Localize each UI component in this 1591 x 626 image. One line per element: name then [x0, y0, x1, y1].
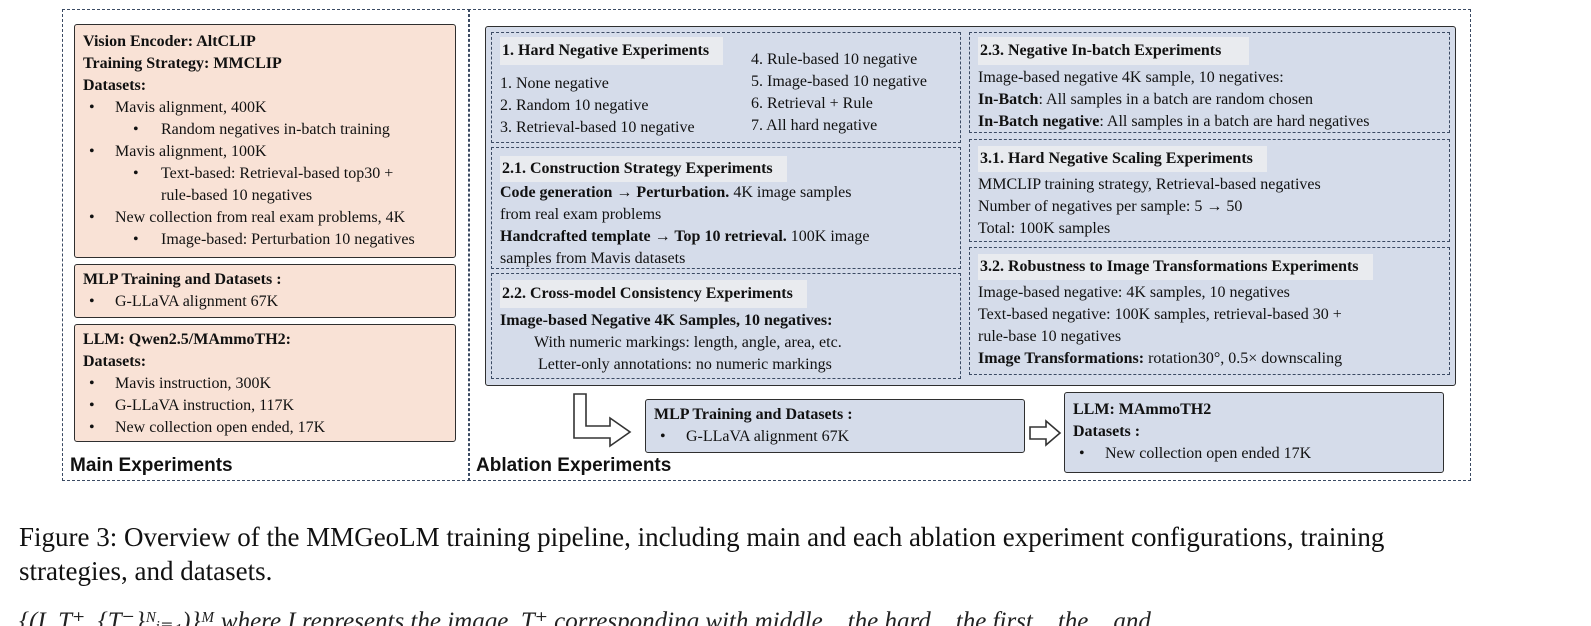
- list-item: New collection open ended, 17K: [83, 417, 447, 439]
- list-item: 5. Image-based 10 negative: [751, 73, 927, 90]
- datasets-label: Datasets:: [83, 77, 147, 94]
- in-batch-box: 2.3. Negative In-batch Experiments Image…: [969, 32, 1450, 133]
- sub-list-item: Image-based: Perturbation 10 negatives: [83, 229, 447, 251]
- text: Letter-only annotations: no numeric mark…: [538, 356, 832, 373]
- list-item: New collection open ended 17K: [1073, 443, 1435, 465]
- sub-list-item-continued: rule-based 10 negatives: [161, 187, 313, 204]
- scaling-box: 3.1. Hard Negative Scaling Experiments M…: [969, 139, 1450, 242]
- bold-text: In-Batch: [978, 91, 1039, 108]
- encoder-line: Vision Encoder: AltCLIP: [83, 33, 256, 50]
- text: rule-base 10 negatives: [978, 328, 1122, 345]
- elbow-arrow-icon: [573, 393, 632, 448]
- scaling-title: 3.1. Hard Negative Scaling Experiments: [978, 146, 1267, 172]
- construction-title: 2.1. Construction Strategy Experiments: [500, 156, 787, 182]
- text: 100K image: [786, 228, 870, 245]
- ablation-experiments-label: Ablation Experiments: [476, 455, 672, 476]
- text: Text-based negative: 100K samples, retri…: [978, 306, 1342, 323]
- llm-title: LLM: Qwen2.5/MAmmoTH2:: [83, 331, 291, 348]
- list-item: 1. None negative: [500, 75, 609, 92]
- robustness-title: 3.2. Robustness to Image Transformations…: [978, 254, 1373, 280]
- list-item: 3. Retrieval-based 10 negative: [500, 119, 695, 136]
- construction-strategy-box: 2.1. Construction Strategy Experiments C…: [491, 147, 961, 269]
- text: Image-based negative 4K sample, 10 negat…: [978, 69, 1284, 86]
- cropped-body-text: {(I, T⁺, {T⁻}ᴺᵢ₌₁)}ᴹ where I represents …: [19, 608, 1151, 626]
- robustness-box: 3.2. Robustness to Image Transformations…: [969, 247, 1450, 375]
- main-experiments-frame: [62, 9, 470, 481]
- ablation-mlp-box: MLP Training and Datasets : G-LLaVA alig…: [645, 399, 1025, 453]
- list-item: Mavis alignment, 100K: [83, 141, 447, 163]
- list-item: G-LLaVA alignment 67K: [654, 426, 1016, 448]
- figure-caption: Figure 3: Overview of the MMGeoLM traini…: [19, 520, 1579, 588]
- text: Total: 100K samples: [978, 220, 1111, 237]
- list-item: Mavis alignment, 400K: [83, 97, 447, 119]
- strategy-line: Training Strategy: MMCLIP: [83, 55, 282, 72]
- text: Image-based Negative 4K Samples, 10 nega…: [500, 312, 833, 329]
- list-item: G-LLaVA instruction, 117K: [83, 395, 447, 417]
- cross-model-box: 2.2. Cross-model Consistency Experiments…: [491, 273, 961, 379]
- sub-list-item: Text-based: Retrieval-based top30 +: [83, 163, 447, 185]
- llm-title: LLM: MAmmoTH2: [1073, 401, 1212, 418]
- mlp-title: MLP Training and Datasets :: [654, 406, 853, 423]
- main-llm-box: LLM: Qwen2.5/MAmmoTH2: Datasets: Mavis i…: [74, 324, 456, 442]
- sub-list-item: Random negatives in-batch training: [83, 119, 447, 141]
- ablation-experiments-frame: [468, 9, 1471, 481]
- ablation-llm-box: LLM: MAmmoTH2 Datasets : New collection …: [1064, 392, 1444, 473]
- bold-text: Code generation → Perturbation.: [500, 184, 730, 201]
- caption-line: strategies, and datasets.: [19, 556, 273, 586]
- text: rotation30°, 0.5× downscaling: [1144, 350, 1343, 367]
- in-batch-title: 2.3. Negative In-batch Experiments: [978, 37, 1250, 65]
- text: MMCLIP training strategy, Retrieval-base…: [978, 176, 1321, 193]
- text: 4K image samples: [729, 184, 852, 201]
- bold-text: In-Batch negative: [978, 113, 1100, 130]
- right-arrow-icon: [1029, 419, 1062, 447]
- datasets-label: Datasets :: [1073, 423, 1141, 440]
- text: Image-based negative: 4K samples, 10 neg…: [978, 284, 1290, 301]
- caption-line: Figure 3: Overview of the MMGeoLM traini…: [19, 522, 1385, 552]
- ablation-experiments-panel: [485, 26, 1456, 386]
- list-item: 7. All hard negative: [751, 117, 878, 134]
- list-item: New collection from real exam problems, …: [83, 207, 447, 229]
- text: : All samples in a batch are random chos…: [1038, 91, 1314, 108]
- main-experiments-label: Main Experiments: [70, 455, 233, 476]
- hard-negative-box: 1. Hard Negative Experiments 1. None neg…: [491, 32, 961, 143]
- hard-negative-title: 1. Hard Negative Experiments: [500, 37, 724, 65]
- list-item: 6. Retrieval + Rule: [751, 95, 873, 112]
- text: With numeric markings: length, angle, ar…: [534, 334, 842, 351]
- list-item: 4. Rule-based 10 negative: [751, 51, 918, 68]
- list-item: 2. Random 10 negative: [500, 97, 649, 114]
- main-mlp-box: MLP Training and Datasets : G-LLaVA alig…: [74, 264, 456, 318]
- text: : All samples in a batch are hard negati…: [1099, 113, 1370, 130]
- cross-model-title: 2.2. Cross-model Consistency Experiments: [500, 280, 807, 308]
- bold-text: Image Transformations:: [978, 350, 1145, 367]
- text: Number of negatives per sample: 5 → 50: [978, 198, 1243, 215]
- main-encoder-box: Vision Encoder: AltCLIP Training Strateg…: [74, 24, 456, 258]
- list-item: Mavis instruction, 300K: [83, 373, 447, 395]
- datasets-label: Datasets:: [83, 353, 147, 370]
- list-item: G-LLaVA alignment 67K: [83, 291, 447, 313]
- bold-text: Handcrafted template → Top 10 retrieval.: [500, 228, 787, 245]
- text: from real exam problems: [500, 206, 662, 223]
- text: samples from Mavis datasets: [500, 250, 686, 267]
- mlp-title: MLP Training and Datasets :: [83, 271, 282, 288]
